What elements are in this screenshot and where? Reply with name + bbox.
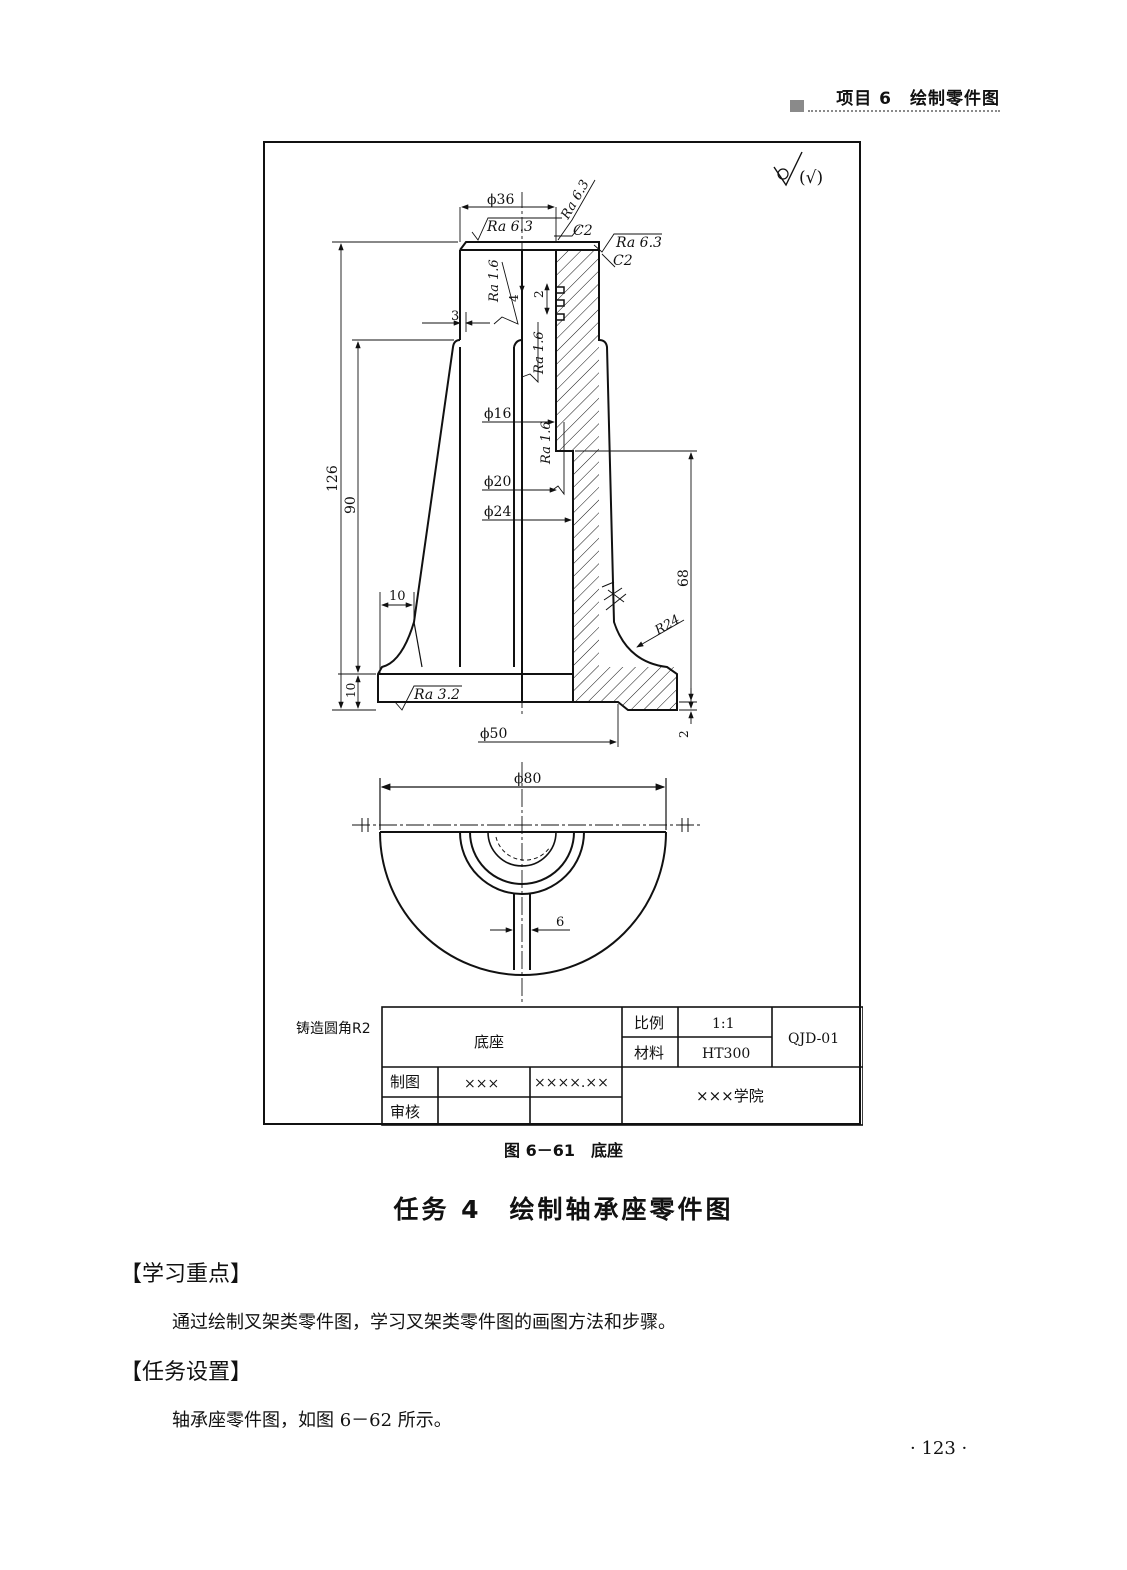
chamfer-c2-b: C2: [613, 253, 633, 269]
section-heading-learning-focus: 【学习重点】: [120, 1262, 253, 1287]
running-header: 项目 6 绘制零件图: [790, 80, 1000, 116]
chamfer-c2-a: C2: [573, 223, 593, 239]
dim-126: 126: [325, 465, 341, 492]
dim-10-top: 10: [389, 589, 406, 604]
roughness-ra16-c: Ra 1.6: [539, 421, 554, 465]
school-name: ×××学院: [696, 1087, 764, 1105]
material-value: HT300: [702, 1046, 750, 1062]
section-text-task-setup: 轴承座零件图，如图 6－62 所示。: [172, 1410, 452, 1431]
dim-phi50: ϕ50: [480, 726, 507, 742]
roughness-ra16-b: Ra 1.6: [532, 331, 547, 375]
scale-label: 比例: [634, 1014, 664, 1032]
part-name: 底座: [474, 1033, 504, 1051]
roughness-note: (√): [799, 168, 823, 188]
casting-note: 铸造圆角R2: [296, 1021, 371, 1037]
title-block: 底座 比例 1:1 QJD-01 材料 HT300 制图 ××× ××××.××…: [381, 1006, 863, 1126]
front-view-dimensions: ϕ36 Ra 6.3 Ra 6.3 C2 Ra 6.3 C2 Ra 1.6 4 …: [325, 178, 697, 747]
top-view: ϕ80 6: [352, 762, 702, 1002]
drawing-frame: (√): [263, 141, 863, 1126]
dim-3: 3: [451, 309, 459, 324]
figure-caption: 图 6－61 底座: [504, 1141, 623, 1160]
front-view: [377, 192, 678, 714]
roughness-ra63-diag: Ra 6.3: [558, 178, 593, 223]
dim-phi24: ϕ24: [484, 504, 511, 520]
dim-2-side: 2: [677, 730, 691, 738]
dim-6: 6: [556, 915, 564, 930]
dim-phi16: ϕ16: [484, 406, 511, 422]
roughness-ra63-top: Ra 6.3: [486, 219, 533, 235]
drawn-label: 制图: [390, 1073, 420, 1091]
page-number: · 123 ·: [910, 1438, 968, 1459]
drawn-date: ××××.××: [534, 1075, 609, 1091]
section-heading-task-setup: 【任务设置】: [120, 1360, 253, 1385]
dim-68: 68: [676, 569, 692, 587]
dim-2: 2: [532, 290, 546, 298]
dim-90: 90: [343, 496, 359, 514]
dim-10-side: 10: [344, 683, 358, 698]
general-roughness-symbol: (√): [773, 151, 823, 188]
material-label: 材料: [634, 1044, 664, 1062]
task-title: 任务 4 绘制轴承座零件图: [393, 1195, 734, 1224]
dim-r24: R24: [652, 612, 683, 639]
roughness-ra63-right: Ra 6.3: [615, 235, 662, 251]
dim-phi36: ϕ36: [487, 192, 514, 208]
dim-phi20: ϕ20: [484, 474, 511, 490]
drawing-number: QJD-01: [788, 1031, 839, 1047]
dim-4: 4: [507, 294, 521, 302]
part-drawing: (√): [296, 151, 863, 1126]
drawn-by: ×××: [464, 1076, 499, 1092]
roughness-ra32: Ra 3.2: [413, 687, 460, 703]
header-rule: [808, 110, 1000, 112]
chapter-title: 项目 6 绘制零件图: [836, 89, 1000, 109]
header-marker: [790, 100, 804, 112]
roughness-ra16-a: Ra 1.6: [487, 259, 502, 303]
scale-value: 1:1: [712, 1016, 735, 1032]
section-text-learning-focus: 通过绘制叉架类零件图，学习叉架类零件图的画图方法和步骤。: [172, 1312, 676, 1333]
checked-label: 审核: [390, 1103, 420, 1121]
dim-phi80: ϕ80: [514, 771, 541, 787]
